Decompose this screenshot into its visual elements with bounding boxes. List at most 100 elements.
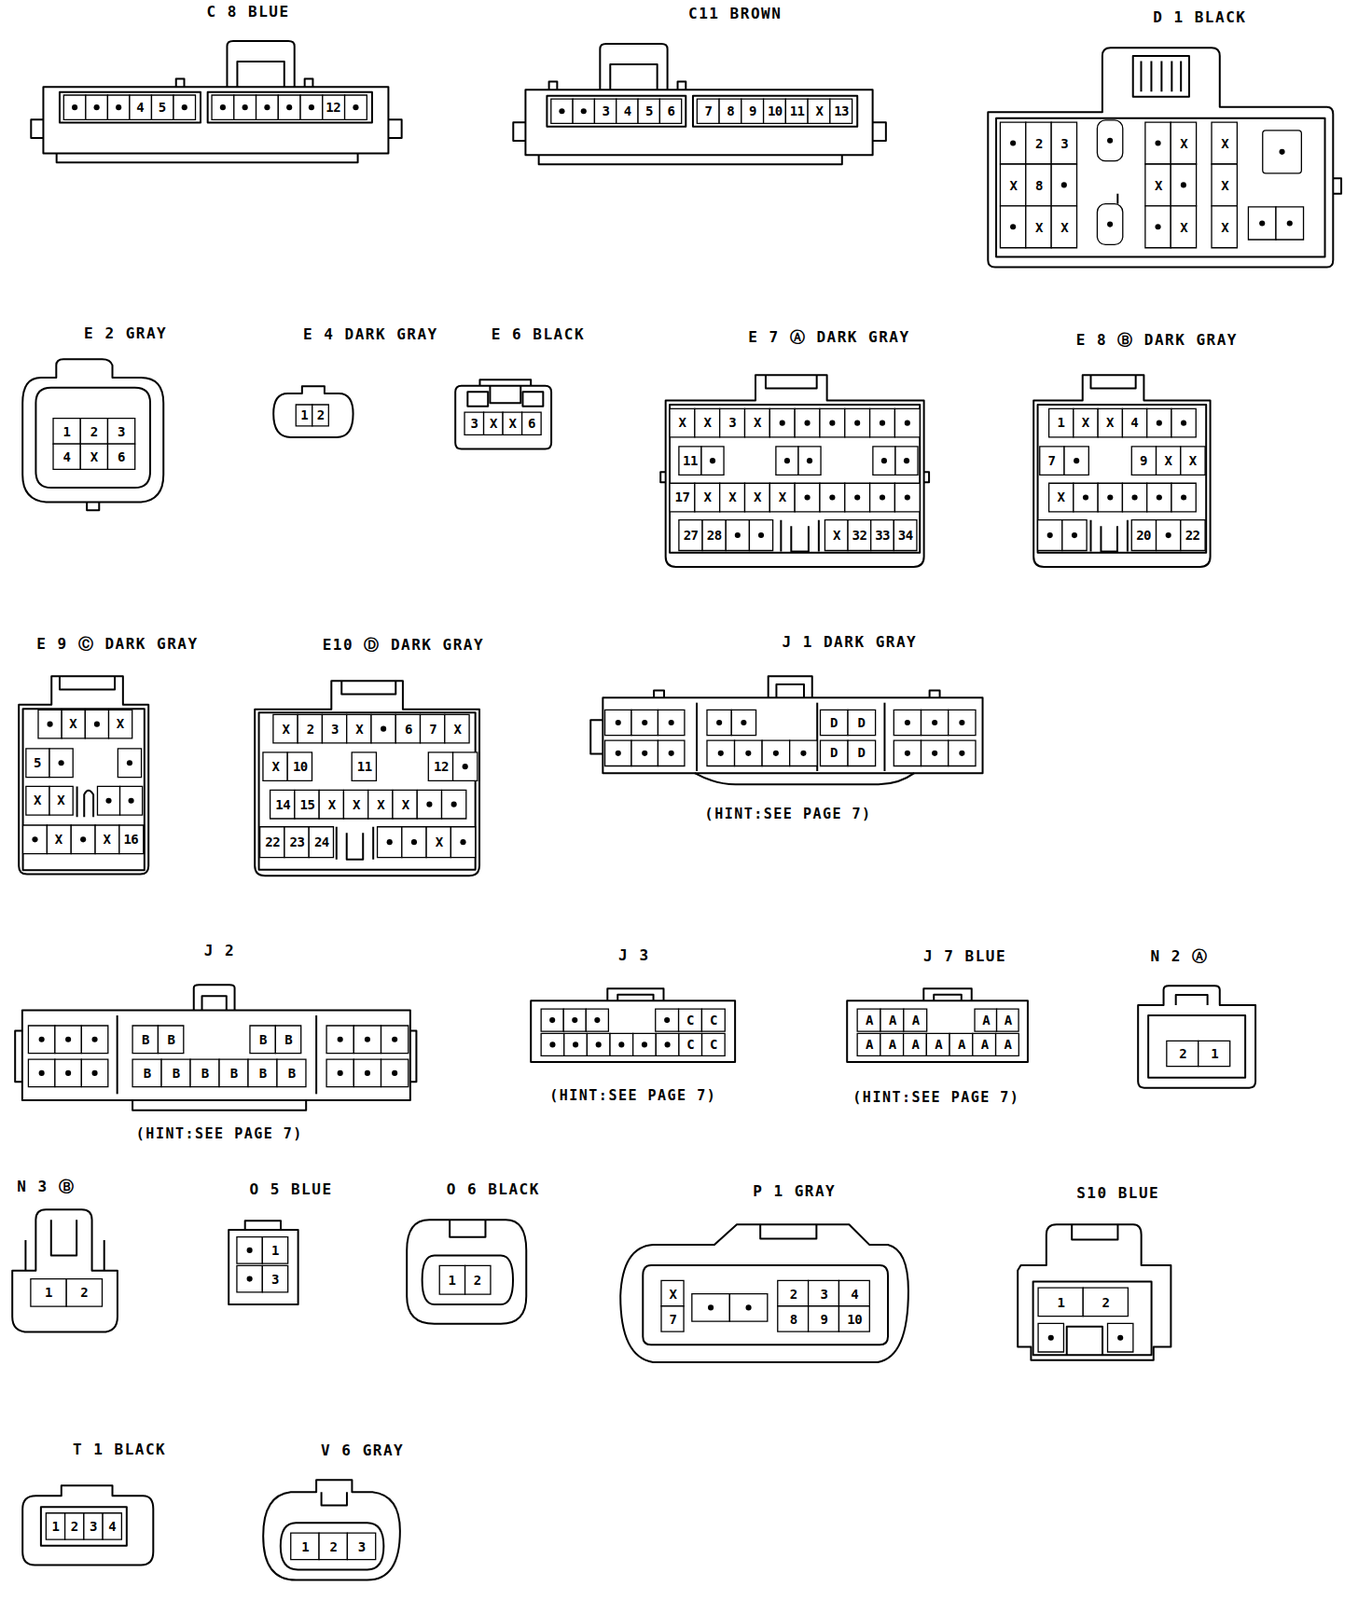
pin-cavity: [298, 714, 323, 744]
pin-cavity: [706, 709, 732, 735]
connector-housing: [261, 1478, 402, 1583]
pin-number: X: [1220, 179, 1229, 193]
pin-cavity: [300, 95, 323, 120]
housing-outline: [1176, 995, 1208, 1006]
pin-cavity: [236, 1237, 263, 1264]
pin-number: A: [911, 1038, 919, 1052]
pin-dot: [1164, 532, 1171, 539]
pin-dot: [71, 104, 78, 111]
pin-cavity: [80, 443, 108, 470]
housing-outline: [678, 82, 687, 91]
pin-cavity: [564, 1033, 588, 1056]
connector-title: J 7 BLUE: [923, 949, 1007, 965]
pin-number: 6: [666, 104, 675, 118]
housing-outline: [1067, 1327, 1103, 1357]
connector-title: C 8 BLUE: [206, 4, 290, 20]
housing-outline: [22, 359, 164, 502]
pin-number: 20: [1136, 528, 1151, 542]
pin-number: B: [288, 1067, 296, 1081]
pin-cavity: [895, 408, 921, 438]
pin-cavity: [1198, 1041, 1231, 1067]
pin-number: X: [453, 722, 461, 736]
pin-dot: [829, 419, 835, 426]
pin-number: 3: [358, 1540, 366, 1554]
pin-cavity: [808, 1306, 840, 1332]
connector-housing: [13, 983, 419, 1115]
pin-number: A: [1003, 1038, 1012, 1052]
pin-dot: [549, 1017, 555, 1024]
connector-title: N 2 Ⓐ: [1150, 949, 1208, 965]
housing-outline: [30, 119, 43, 139]
pin-cavity: [276, 1025, 302, 1054]
pin-dot: [745, 749, 751, 756]
pin-dot: [57, 760, 64, 766]
pin-cavity: [731, 709, 756, 735]
pin-number: 32: [852, 528, 868, 542]
pin-number: X: [56, 793, 65, 807]
pin-dot: [806, 457, 813, 464]
connector-face: E10 Ⓓ DARK GRAYX23X67XX1011121415XXXX222…: [252, 679, 482, 878]
pin-cavity: [354, 1059, 382, 1088]
pin-number: 10: [292, 760, 308, 774]
pin-cavity: [679, 445, 702, 475]
pin-cavity: [1048, 408, 1073, 438]
pin-number: B: [166, 1033, 175, 1047]
housing-outline: [924, 988, 972, 1001]
connector-title: J 1 DARK GRAY: [781, 635, 917, 651]
pin-cavity: [38, 709, 62, 739]
pin-dot: [1107, 494, 1113, 500]
pin-cavity: [270, 789, 295, 819]
pin-number: A: [982, 1013, 990, 1027]
pin-cavity: [326, 1025, 354, 1054]
housing-outline: [695, 702, 698, 771]
housing-outline: [643, 1265, 889, 1345]
pin-number: 1: [300, 408, 308, 422]
pin-number: X: [1106, 415, 1114, 430]
pin-dot: [804, 494, 811, 500]
connector-title: C11 BROWN: [688, 6, 782, 22]
pin-dot: [667, 719, 674, 725]
pin-cavity: [870, 483, 896, 513]
pin-cavity: [464, 412, 485, 435]
pin-number: 24: [314, 835, 330, 849]
pin-cavity: [392, 789, 417, 819]
housing-outline: [607, 988, 664, 1001]
connector-face: C 8 BLUE4512: [27, 41, 404, 169]
pin-number: 2: [330, 1540, 338, 1554]
pin-dot: [1107, 221, 1113, 228]
connector-housing: [618, 1222, 911, 1365]
pin-cavity: [669, 483, 695, 513]
pin-cavity: [1064, 445, 1089, 475]
pin-dot: [667, 749, 674, 756]
pin-cavity: [401, 827, 427, 859]
pin-cavity: [847, 740, 876, 766]
pin-cavity: [1171, 408, 1196, 438]
pin-number: 3: [1060, 137, 1068, 151]
pin-dot: [571, 1017, 578, 1024]
pin-dot: [352, 104, 359, 111]
housing-outline: [449, 1219, 485, 1238]
pin-number: D: [830, 746, 838, 760]
pin-cavity: [1171, 122, 1197, 165]
pin-cavity: [741, 98, 764, 124]
connector-housing: [226, 1219, 301, 1307]
pin-cavity: [825, 519, 849, 551]
pin-cavity: [82, 1059, 109, 1088]
pin-number: 4: [1130, 415, 1138, 430]
pin-number: 27: [683, 528, 699, 542]
pin-cavity: [871, 519, 895, 551]
connector-title: J 2: [204, 943, 236, 959]
housing-outline: [51, 1219, 77, 1256]
pin-cavity: [190, 1059, 220, 1088]
pin-cavity: [702, 1033, 726, 1056]
pin-cavity: [947, 740, 975, 766]
pin-cavity: [1052, 122, 1078, 165]
pin-cavity: [484, 412, 504, 435]
pin-cavity: [745, 483, 771, 513]
pin-number: 5: [33, 756, 42, 770]
pin-number: D: [830, 716, 838, 730]
housing-outline: [590, 720, 603, 754]
pin-dot: [549, 1041, 555, 1048]
pin-cavity: [255, 95, 278, 120]
pin-number: X: [668, 1288, 677, 1302]
